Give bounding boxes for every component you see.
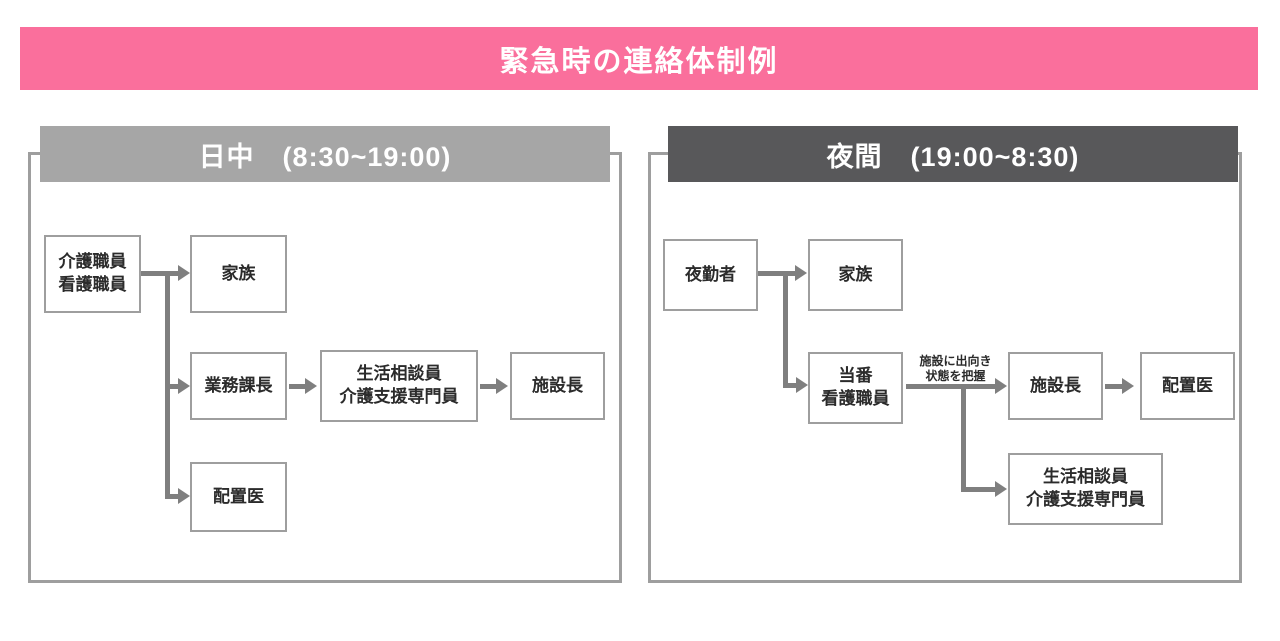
panel-header-nighttime-label: 夜間 (19:00~8:30): [826, 141, 1080, 172]
node-family-day-label: 家族: [221, 263, 256, 283]
connector-trunk-night-upper: [783, 271, 788, 388]
node-care-nursing-staff-label: 介護職員 看護職員: [58, 252, 127, 294]
node-attending-physician-night: 配置医: [1140, 352, 1235, 420]
node-night-duty-staff: 夜勤者: [663, 239, 758, 311]
page-title: 緊急時の連絡体制例: [499, 45, 779, 78]
connector-staff-to-family: [141, 271, 181, 276]
node-facility-director-night-label: 施設長: [1030, 375, 1081, 395]
node-family-night: 家族: [808, 239, 903, 311]
panel-header-nighttime: 夜間 (19:00~8:30): [668, 126, 1238, 182]
node-facility-director-day: 施設長: [510, 352, 605, 420]
annotation-visit-and-assess: 施設に出向き 状態を把握: [903, 339, 1008, 384]
node-business-manager: 業務課長: [190, 352, 287, 420]
node-facility-director-day-label: 施設長: [532, 375, 583, 395]
arrowhead-trunk-to-physician-day: [178, 488, 190, 504]
panel-header-daytime: 日中 (8:30~19:00): [40, 126, 610, 182]
arrowhead-night-staff-to-family: [795, 265, 807, 281]
arrowhead-counselor-to-director-day: [496, 378, 508, 394]
connector-on-call-nurse-to-director: [906, 384, 998, 389]
node-attending-physician-day-label: 配置医: [213, 486, 264, 506]
arrowhead-trunk-to-business-manager: [178, 378, 190, 394]
node-attending-physician-night-label: 配置医: [1162, 375, 1213, 395]
connector-counselor-to-director-day: [480, 384, 498, 389]
node-business-manager-label: 業務課長: [204, 375, 273, 395]
arrowhead-business-manager-to-counselor: [305, 378, 317, 394]
node-on-call-nurse: 当番 看護職員: [808, 352, 903, 424]
arrowhead-trunk-to-on-call-nurse: [796, 377, 808, 393]
node-counselor-care-manager-night-label: 生活相談員 介護支援専門員: [1026, 467, 1145, 509]
node-family-night-label: 家族: [838, 264, 873, 284]
connector-business-manager-to-counselor: [289, 384, 307, 389]
node-facility-director-night: 施設長: [1008, 352, 1103, 420]
connector-trunk-to-on-call-nurse: [783, 383, 799, 388]
panel-header-daytime-label: 日中 (8:30~19:00): [198, 141, 452, 172]
connector-night-staff-to-family: [758, 271, 798, 276]
node-family-day: 家族: [190, 235, 287, 313]
connector-trunk-night-lower: [961, 384, 966, 492]
node-care-nursing-staff: 介護職員 看護職員: [44, 235, 141, 313]
node-counselor-care-manager-night: 生活相談員 介護支援専門員: [1008, 453, 1163, 525]
connector-trunk-to-business-manager: [165, 384, 181, 389]
connector-trunk-to-physician-day: [165, 494, 181, 499]
arrowhead-director-to-physician-night: [1122, 378, 1134, 394]
arrowhead-staff-to-family: [178, 265, 190, 281]
node-on-call-nurse-label: 当番 看護職員: [821, 366, 890, 408]
arrowhead-trunk-to-counselor-night: [995, 481, 1007, 497]
page-title-banner: 緊急時の連絡体制例: [20, 27, 1258, 90]
arrowhead-on-call-nurse-to-director: [995, 378, 1007, 394]
node-attending-physician-day: 配置医: [190, 462, 287, 532]
annotation-visit-and-assess-text: 施設に出向き 状態を把握: [919, 354, 992, 383]
node-counselor-care-manager-day: 生活相談員 介護支援専門員: [320, 350, 478, 422]
connector-director-to-physician-night: [1105, 384, 1123, 389]
node-counselor-care-manager-day-label: 生活相談員 介護支援専門員: [339, 364, 459, 406]
node-night-duty-staff-label: 夜勤者: [685, 264, 736, 284]
connector-trunk-to-counselor-night: [961, 487, 998, 492]
